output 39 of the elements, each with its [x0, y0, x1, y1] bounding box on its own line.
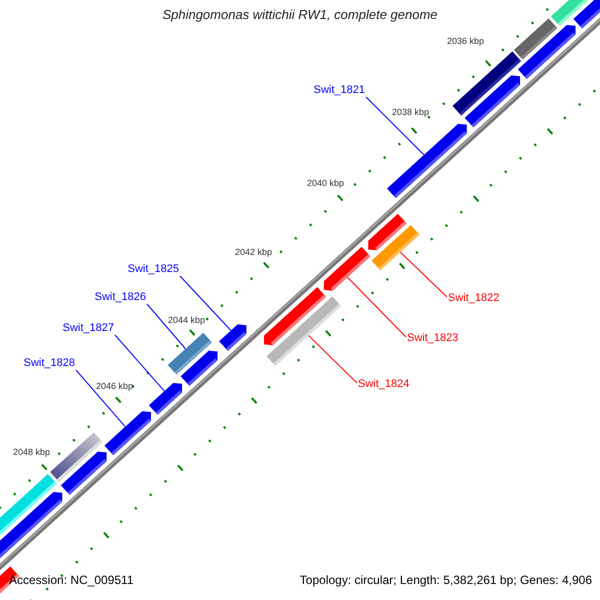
gene-label: Swit_1826: [94, 291, 146, 304]
leader-line: [308, 335, 358, 384]
position-label: 2044 kbp: [168, 315, 206, 326]
leader-line: [346, 276, 406, 338]
gene-bar: [368, 214, 407, 250]
leader-line: [146, 304, 186, 350]
gene-bar: [180, 350, 218, 386]
gene-bar: [104, 411, 151, 456]
gene-bar: [0, 474, 57, 536]
position-label: 2046 kbp: [96, 381, 134, 392]
genome-summary: Topology: circular; Length: 5,382,261 bp; Genes: 4,906: [300, 573, 592, 588]
gene-bar: [264, 287, 326, 346]
gene-bar: [387, 124, 467, 198]
gene-label: Swit_1825: [128, 263, 179, 276]
accession-note: Accession: NC_009511: [9, 573, 134, 588]
gene-bar: [219, 324, 246, 351]
gene-label: Swit_1821: [314, 84, 365, 97]
position-label: 2038 kbp: [392, 107, 430, 118]
position-label: 2042 kbp: [235, 247, 272, 258]
leader-line: [366, 96, 424, 156]
gene-bar: [518, 24, 576, 79]
gene-label: Swit_1824: [358, 378, 410, 391]
gene-bar: [464, 75, 520, 128]
gene-label: Swit_1823: [407, 332, 458, 345]
diagram-title: Sphingomonas wittichii RW1, complete genome: [161, 7, 439, 23]
leader-line: [400, 252, 448, 298]
position-label: 2048 kbp: [13, 447, 50, 458]
leader-line: [180, 276, 232, 331]
gene-label: Swit_1822: [448, 292, 500, 305]
gene-label: Swit_1827: [62, 322, 114, 335]
gene-bar: [573, 0, 600, 28]
gene-bar: [324, 246, 370, 291]
leader-line: [114, 334, 165, 392]
position-label: 2036 kbp: [447, 36, 484, 47]
gene-bar: [148, 382, 182, 415]
gene-bar: [50, 432, 103, 482]
gene-label: Swit_1828: [24, 357, 75, 370]
position-label: 2040 kbp: [307, 178, 344, 189]
leader-line: [76, 370, 126, 428]
